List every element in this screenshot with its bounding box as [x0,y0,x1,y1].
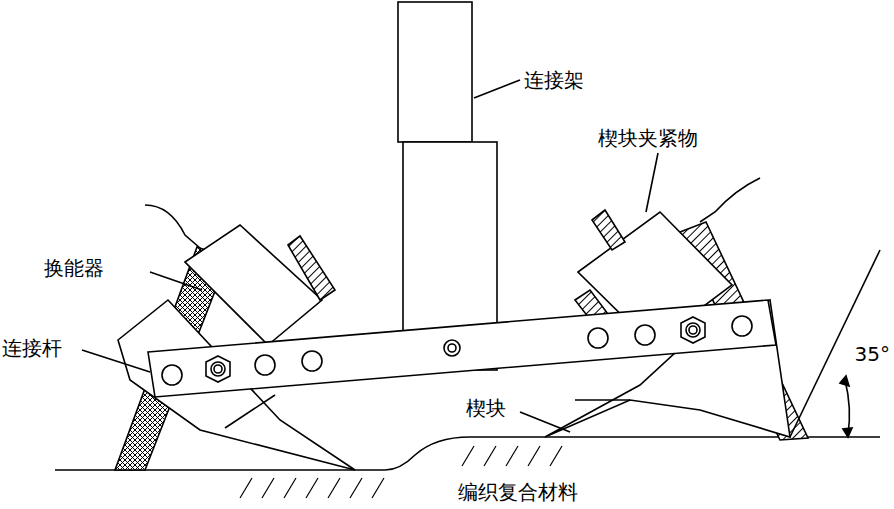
material-label: 编织复合材料 [458,480,578,504]
part-label: 连接架 [524,68,584,92]
part-label: 楔块夹紧物 [598,126,698,150]
angle-label: 35° [855,342,890,366]
part-label: 连接杆 [2,336,62,360]
part-label: 换能器 [44,256,104,280]
part-label: 楔块 [466,396,506,420]
